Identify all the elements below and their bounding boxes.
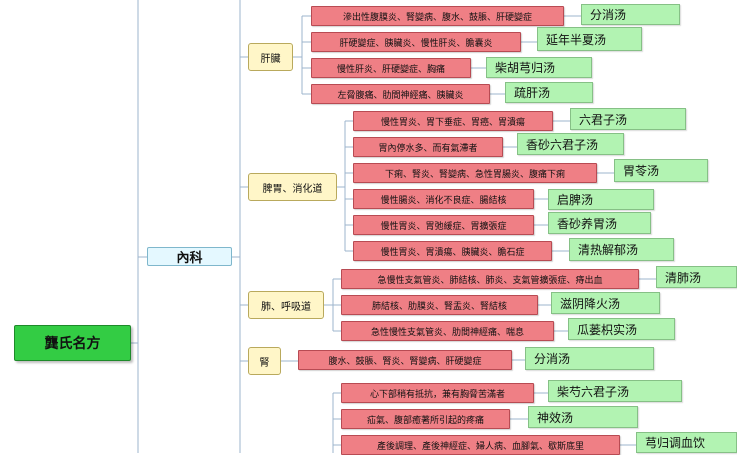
prescription-box[interactable]: 柴芍六君子汤 — [548, 380, 682, 402]
category-kidney[interactable]: 腎 — [248, 347, 281, 375]
disease-box[interactable]: 慢性腸炎、消化不良症、腸結核 — [353, 189, 534, 209]
disease-box[interactable]: 急慢性支氣管炎、肺結核、肺炎、支氣管擴張症、痔出血 — [341, 269, 639, 289]
disease-box[interactable]: 慢性肝炎、肝硬變症、胸痛 — [311, 58, 471, 78]
prescription-box[interactable]: 香砂六君子汤 — [517, 133, 624, 155]
prescription-box[interactable]: 神效汤 — [528, 406, 638, 428]
prescription-box[interactable]: 分消汤 — [581, 4, 680, 25]
prescription-box[interactable]: 启脾汤 — [548, 189, 654, 210]
root-node[interactable]: 龔氏名方 — [14, 325, 131, 361]
disease-box[interactable]: 肝硬變症、胰臟炎、慢性肝炎、膽囊炎 — [311, 32, 521, 52]
disease-box[interactable]: 疝氣、腹部癒著所引起的疼痛 — [341, 409, 510, 429]
branch-node-internal-medicine[interactable]: 內科 — [147, 247, 232, 266]
disease-box[interactable]: 胃內停水多、而有氣滯者 — [353, 137, 503, 157]
category-liver[interactable]: 肝臟 — [248, 43, 293, 71]
disease-box[interactable]: 左脅腹痛、肋間神經痛、胰臟炎 — [311, 84, 490, 104]
prescription-box[interactable]: 清肺汤 — [656, 266, 737, 288]
disease-box[interactable]: 下痢、腎炎、腎變病、急性胃腸炎、腹痛下痢 — [353, 163, 597, 183]
disease-box[interactable]: 慢性胃炎、胃下垂症、胃癌、胃潰瘍 — [353, 111, 553, 131]
disease-box[interactable]: 腹水、鼓脹、腎炎、腎變病、肝硬變症 — [298, 350, 512, 370]
category-lung-respiratory[interactable]: 肺、呼吸道 — [248, 291, 324, 319]
prescription-box[interactable]: 分消汤 — [525, 347, 654, 370]
disease-box[interactable]: 心下部稍有抵抗，兼有胸脅苦滿者 — [341, 383, 534, 403]
disease-box[interactable]: 慢性胃炎、胃潰瘍、胰臟炎、膽石症 — [353, 241, 552, 261]
prescription-box[interactable]: 延年半夏汤 — [537, 27, 642, 51]
prescription-box[interactable]: 瓜蒌枳实汤 — [568, 318, 675, 340]
disease-box[interactable]: 慢性胃炎、胃弛緩症、胃擴張症 — [353, 215, 534, 235]
disease-box[interactable]: 產後調理、產後神經症、婦人病、血腳氣、歇斯底里 — [341, 435, 620, 455]
prescription-box[interactable]: 胃苓汤 — [614, 159, 708, 182]
disease-box[interactable]: 滲出性腹膜炎、腎變病、腹水、鼓脹、肝硬變症 — [311, 6, 564, 26]
prescription-box[interactable]: 疏肝汤 — [505, 82, 593, 103]
prescription-box[interactable]: 芎归调血饮 — [636, 432, 737, 453]
prescription-box[interactable]: 六君子汤 — [570, 108, 686, 130]
disease-box[interactable]: 急性慢性支氣管炎、肋間神經痛、喘息 — [341, 321, 554, 341]
prescription-box[interactable]: 香砂养胃汤 — [548, 212, 651, 234]
prescription-box[interactable]: 清热解郁汤 — [569, 238, 674, 261]
disease-box[interactable]: 肺結核、肋膜炎、腎盂炎、腎結核 — [341, 295, 538, 315]
prescription-box[interactable]: 滋阴降火汤 — [551, 292, 660, 314]
prescription-box[interactable]: 柴胡芎归汤 — [486, 57, 592, 78]
category-spleen-stomach[interactable]: 脾胃、消化道 — [248, 173, 337, 201]
